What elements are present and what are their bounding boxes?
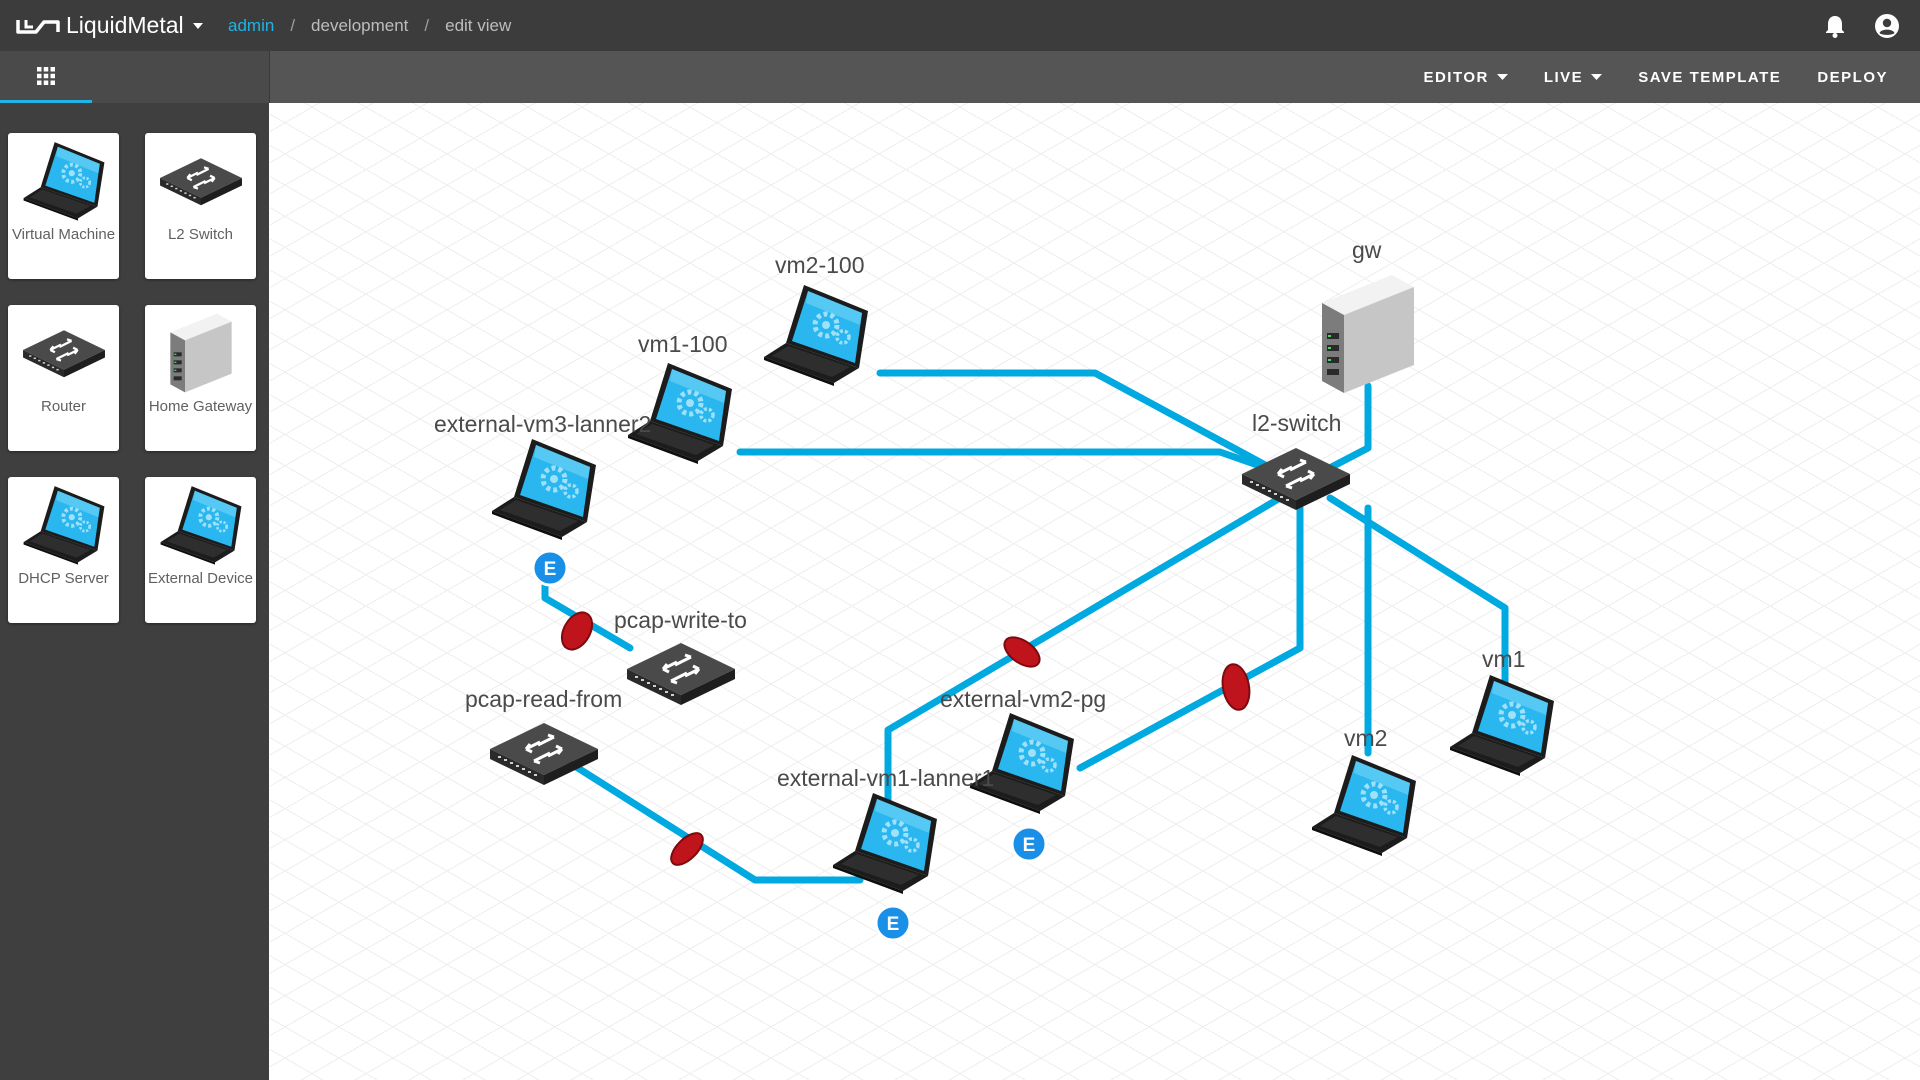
brand-name: LiquidMetal [66, 12, 184, 38]
node-label-vm1-100: vm1-100 [638, 331, 727, 357]
deploy-button[interactable]: DEPLOY [1817, 68, 1888, 86]
device-gw[interactable] [1322, 275, 1414, 393]
node-label-vm2: vm2 [1344, 725, 1387, 751]
save-template-button[interactable]: SAVE TEMPLATE [1638, 68, 1782, 86]
link-gw-switch[interactable] [1316, 382, 1372, 477]
palette-item-label: Home Gateway [148, 398, 253, 415]
switch-icon [158, 157, 244, 207]
breadcrumb-development[interactable]: development [311, 15, 409, 35]
device-vm2[interactable] [1312, 755, 1416, 856]
node-label-ext-vm2: external-vm2-pg [940, 686, 1106, 712]
link-pcap-read-ext-vm1[interactable] [566, 759, 864, 884]
palette-item-external-device[interactable]: External Device [145, 477, 256, 623]
breadcrumb: admin / development / edit view [228, 0, 511, 51]
device-ext-vm3[interactable] [492, 439, 596, 540]
node-label-pcap-read: pcap-read-from [465, 686, 622, 712]
palette-tabs [0, 51, 270, 103]
breadcrumb-separator: / [290, 15, 296, 35]
node-label-vm2-100: vm2-100 [775, 252, 864, 278]
bell-icon[interactable] [1824, 14, 1846, 38]
live-menu-label: LIVE [1543, 68, 1584, 86]
palette-item-l2-switch[interactable]: L2 Switch [145, 133, 256, 279]
device-vm1[interactable] [1450, 675, 1554, 776]
live-menu-button[interactable]: LIVE [1543, 68, 1603, 86]
node-label-gw: gw [1352, 237, 1382, 263]
node-label-ext-vm3: external-vm3-lanner2 [434, 411, 651, 437]
node-label-l2-switch: l2-switch [1252, 410, 1341, 436]
device-vm2-100[interactable] [764, 285, 868, 386]
palette-item-label: DHCP Server [18, 570, 109, 587]
account-circle-icon[interactable] [1874, 13, 1900, 39]
tab-palette-grid[interactable] [0, 51, 92, 103]
palette-item-label: L2 Switch [167, 226, 234, 243]
breadcrumb-separator: / [424, 15, 430, 35]
brand-menu[interactable]: LiquidMetal [16, 0, 204, 51]
device-ext-vm2[interactable] [970, 713, 1074, 814]
link-vm2-100-switch[interactable] [876, 369, 1284, 477]
node-label-pcap-write: pcap-write-to [614, 607, 747, 633]
device-palette: Virtual Machine L2 Switch Router Home Ga… [0, 103, 269, 1080]
palette-item-label: External Device [147, 570, 254, 587]
toolbar-actions: EDITOR LIVE SAVE TEMPLATE DEPLOY [1423, 51, 1888, 103]
chevron-down-icon [1496, 73, 1508, 80]
node-label-vm1: vm1 [1482, 646, 1525, 672]
palette-item-dhcp-server[interactable]: DHCP Server [8, 477, 119, 623]
laptop-icon [21, 484, 107, 567]
laptop-icon [21, 140, 107, 223]
top-icons [1824, 0, 1900, 51]
editor-toolbar: EDITOR LIVE SAVE TEMPLATE DEPLOY [0, 51, 1920, 103]
external-badge: E [874, 904, 912, 942]
top-bar: LiquidMetal admin / development / edit v… [0, 0, 1920, 51]
link-switch-vm1[interactable] [1326, 494, 1509, 699]
palette-item-router[interactable]: Router [8, 305, 119, 451]
external-badge: E [1010, 825, 1048, 863]
breadcrumb-admin[interactable]: admin [228, 15, 275, 35]
external-badge-text: E [1023, 835, 1036, 856]
capture-marker[interactable] [666, 828, 708, 870]
capture-marker[interactable] [999, 632, 1044, 673]
device-pcap-read[interactable] [488, 721, 600, 787]
breadcrumb-current: edit view [445, 15, 512, 35]
palette-item-virtual-machine[interactable]: Virtual Machine [8, 133, 119, 279]
router-icon [21, 329, 107, 379]
palette-item-label: Virtual Machine [11, 226, 116, 243]
topology-canvas[interactable]: E E E vm2-100 vm1-100 external-vm3-lanne… [270, 103, 1920, 1080]
node-label-ext-vm1: external-vm1-lanner1 [777, 765, 994, 791]
external-badge: E [531, 549, 569, 587]
editor-menu-label: EDITOR [1423, 68, 1489, 86]
editor-menu-button[interactable]: EDITOR [1423, 68, 1508, 86]
external-badge-text: E [887, 914, 900, 935]
gateway-icon [170, 313, 232, 393]
palette-item-home-gateway[interactable]: Home Gateway [145, 305, 256, 451]
link-switch-ext-vm1[interactable] [884, 494, 1284, 831]
topology-diagram: E E E vm2-100 vm1-100 external-vm3-lanne… [434, 237, 1920, 942]
external-badge-text: E [544, 559, 557, 580]
apps-grid-icon [37, 66, 55, 85]
palette-item-label: Router [40, 398, 87, 415]
chevron-down-icon [1591, 73, 1603, 80]
link-switch-ext-vm2[interactable] [1076, 504, 1304, 772]
device-pcap-write[interactable] [625, 641, 737, 707]
capture-marker[interactable] [1219, 662, 1253, 712]
link-vm1-100-switch[interactable] [736, 448, 1284, 477]
liquidmetal-logo-icon [16, 19, 60, 34]
capture-marker[interactable] [556, 607, 599, 655]
chevron-down-icon [192, 22, 203, 29]
laptop-icon [158, 484, 244, 567]
